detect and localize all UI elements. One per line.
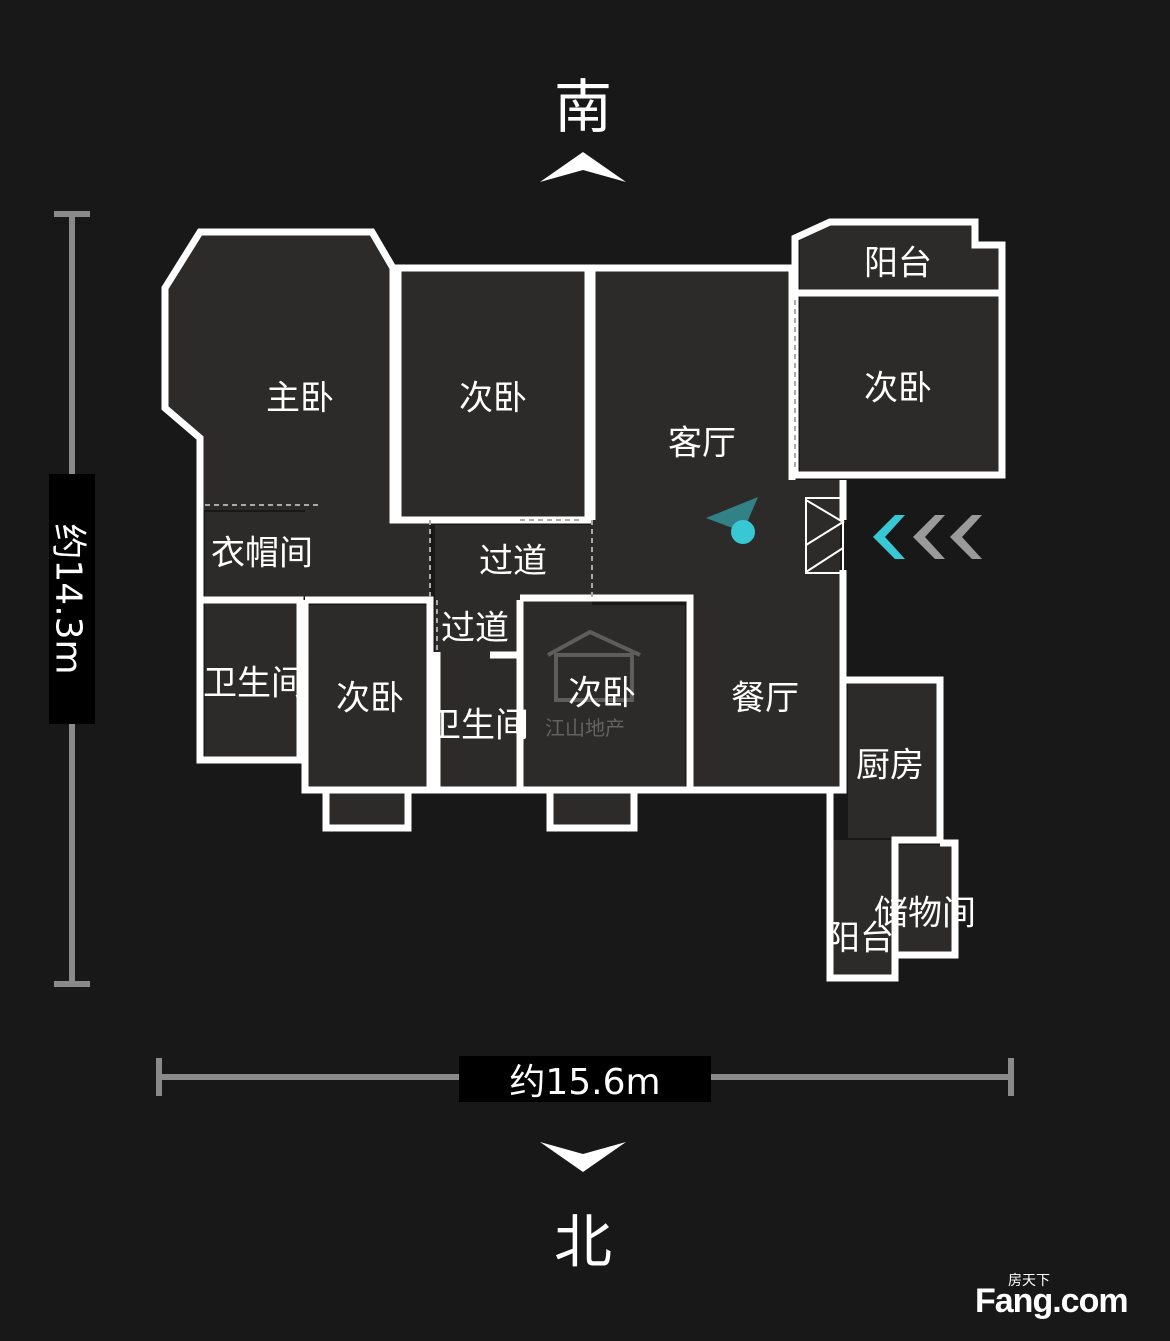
inner-logo-text: 江山地产 (545, 716, 625, 740)
room-label-storage: 储物间 (874, 893, 976, 934)
bedroom-bottom-mid-floor (520, 605, 685, 790)
cloakroom-floor (205, 512, 325, 597)
entrance-arrows-icon (873, 515, 982, 559)
room-label-balcony-top: 阳台 (864, 243, 932, 284)
room-label-cloakroom: 衣帽间 (211, 533, 313, 574)
room-label-living-room: 客厅 (668, 423, 736, 464)
window-bay-left (328, 792, 406, 827)
living-room-floor (592, 270, 840, 790)
room-label-hallway-1: 过道 (479, 541, 547, 582)
room-label-bedroom-right: 次卧 (864, 368, 932, 409)
compass-south-label: 南 (553, 73, 612, 141)
fang-watermark-cn: 房天下 (1008, 1273, 1050, 1289)
room-label-master-bedroom: 主卧 (266, 378, 334, 419)
compass-north-label: 北 (553, 1208, 612, 1276)
entrance-door (805, 497, 845, 574)
room-floors (168, 225, 1000, 975)
balcony-bottom-floor (832, 840, 894, 975)
bedroom-right-floor (800, 295, 1000, 473)
width-dimension-label: 约15.6m (459, 1056, 711, 1103)
room-label-bathroom-mid: 卫生间 (427, 705, 529, 746)
room-label-hallway-2: 过道 (441, 608, 509, 649)
fang-watermark: 房天下 Fang.com (975, 1270, 1155, 1325)
room-label-bedroom-bottom-left: 次卧 (336, 678, 404, 719)
south-arrow-icon (540, 152, 626, 182)
kitchen-floor (848, 678, 940, 838)
inner-logo-watermark (547, 629, 641, 702)
room-label-dining-room: 餐厅 (731, 678, 799, 719)
room-label-balcony-bottom: 阳台 (826, 918, 894, 959)
room-label-bedroom-bottom-mid: 次卧 (568, 673, 636, 714)
bedroom-top-floor (398, 270, 588, 520)
walls (161, 218, 1006, 982)
room-label-kitchen: 厨房 (856, 745, 924, 786)
bathroom-mid-floor (440, 655, 522, 790)
bedroom-bottom-left-floor (308, 605, 433, 790)
window-bay-mid (552, 792, 632, 827)
room-label-bedroom-top: 次卧 (459, 378, 527, 419)
current-position-marker-icon (706, 497, 758, 544)
north-arrow-icon (540, 1142, 626, 1172)
master-bedroom-floor (168, 235, 430, 600)
storage-floor (898, 845, 953, 955)
fang-watermark-brand: Fang.com (975, 1282, 1129, 1320)
openings (205, 300, 796, 652)
room-label-bathroom-left: 卫生间 (203, 663, 305, 704)
height-dimension-text: 约14.3m (48, 523, 90, 675)
balcony-top-floor (800, 225, 1000, 290)
height-dimension-label: 约14.3m (48, 474, 95, 724)
bathroom-left-floor (205, 600, 300, 760)
